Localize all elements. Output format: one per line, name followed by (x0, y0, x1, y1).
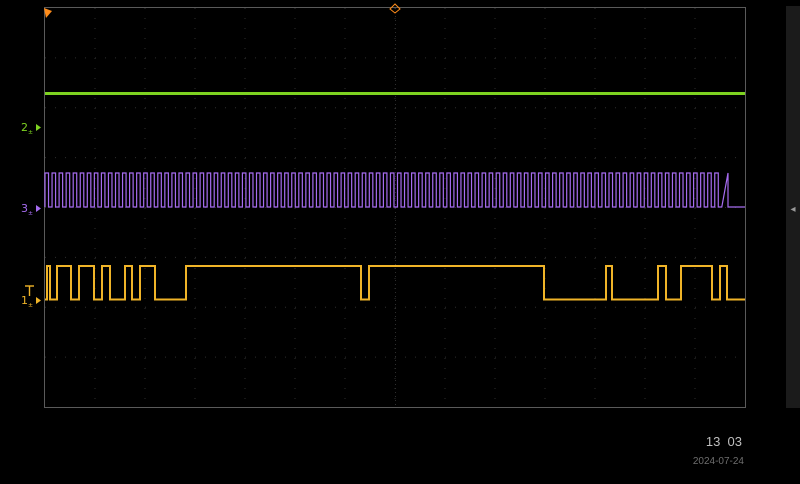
ch2-ground-marker[interactable] (36, 124, 41, 131)
waveforms (44, 92, 745, 301)
clock-date: 2024-07-24 (692, 456, 744, 467)
trigger-level-marker[interactable] (25, 285, 34, 296)
ch3-label: 3± (21, 202, 34, 218)
chevron-left-icon[interactable]: ◂ (790, 204, 796, 215)
trigger-position-marker[interactable] (389, 3, 401, 14)
ch3-waveform (44, 172, 745, 208)
graticule-border (44, 7, 746, 408)
clock-time: 13 03 (705, 434, 742, 449)
memory-start-marker (44, 8, 52, 18)
ch1-label: 1± (21, 294, 34, 310)
ch1-ground-marker[interactable] (36, 297, 41, 304)
side-panel (786, 6, 800, 408)
ch3-ground-marker[interactable] (36, 205, 41, 212)
ch1-waveform (45, 265, 745, 301)
ch2-label: 2± (21, 121, 34, 137)
